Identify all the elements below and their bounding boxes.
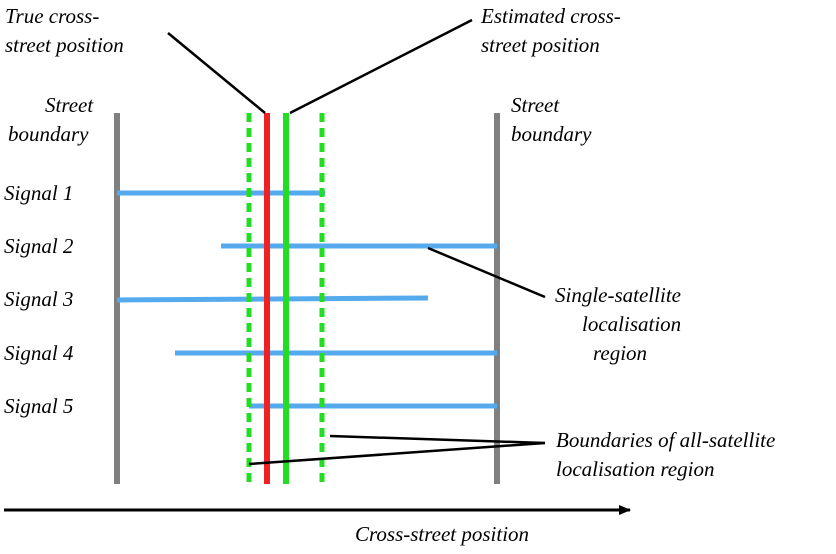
right-boundary-label-line2: boundary bbox=[511, 122, 592, 146]
signal-3-region bbox=[116, 295, 429, 303]
single-region-label-line2: localisation bbox=[582, 312, 681, 336]
estimated-position-leader bbox=[289, 18, 473, 115]
left-boundary-label-line2: boundary bbox=[8, 122, 89, 146]
right-boundary-label-line1: Street bbox=[511, 93, 560, 117]
single-region-label-line3: region bbox=[593, 341, 647, 365]
estimated-position-label-line1: Estimated cross- bbox=[480, 4, 621, 28]
all-region-leader-lower bbox=[248, 441, 546, 466]
single-region-label-line1: Single-satellite bbox=[555, 283, 681, 307]
axis-label: Cross-street position bbox=[355, 522, 529, 546]
true-position-label-line1: True cross- bbox=[5, 4, 99, 28]
signal-1-label: Signal 1 bbox=[4, 181, 73, 205]
signal-4-label: Signal 4 bbox=[4, 341, 74, 365]
estimated-position-label-line2: street position bbox=[481, 33, 600, 57]
left-boundary-label-line1: Street bbox=[45, 93, 94, 117]
true-position-label-line2: street position bbox=[5, 33, 124, 57]
true-position-leader bbox=[167, 32, 266, 114]
all-region-label-line2: localisation region bbox=[556, 457, 714, 481]
signal-3-label: Signal 3 bbox=[4, 287, 73, 311]
all-region-label-line1: Boundaries of all-satellite bbox=[556, 428, 775, 452]
signal-2-label: Signal 2 bbox=[4, 234, 74, 258]
single-region-leader bbox=[427, 246, 546, 299]
all-region-leader-upper bbox=[329, 434, 546, 445]
signal-5-label: Signal 5 bbox=[4, 394, 73, 418]
